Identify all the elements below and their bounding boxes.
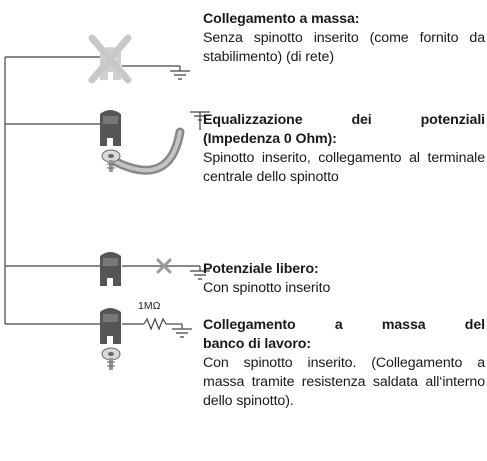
ground-symbol-icon	[190, 270, 210, 280]
section-2: Equalizzazione dei potenziali (Impedenza…	[203, 111, 485, 187]
section-4-title-line1: Collegamento a massa del	[203, 317, 485, 333]
section-3-title: Potenziale libero:	[203, 261, 319, 277]
section-1: Collegamento a massa: Senza spinotto ins…	[203, 10, 485, 67]
cross-icon	[156, 258, 172, 274]
section-3: Potenziale libero: Con spinotto inserito	[203, 260, 485, 298]
row3-potential-free	[100, 252, 210, 286]
resistor-icon	[143, 317, 167, 331]
ground-symbol-icon	[172, 328, 192, 338]
section-2-title-line2: (Impedenza 0 Ohm):	[203, 131, 337, 147]
section-4-body: Con spinotto inserito. (Collegamento a m…	[203, 355, 485, 409]
section-1-body: Senza spinotto inserito (come fornito da…	[203, 30, 485, 65]
section-1-title: Collegamento a massa:	[203, 11, 360, 27]
resistor-label: 1MΩ	[138, 300, 161, 312]
plug-icon	[100, 110, 121, 146]
section-4-title-line2: banco di lavoro:	[203, 336, 311, 352]
cross-icon	[88, 34, 132, 84]
bus-lines	[4, 56, 100, 325]
row4-workbench-ground: 1MΩ	[100, 300, 192, 370]
screw-icon	[101, 149, 121, 172]
ground-symbol-icon	[190, 111, 210, 121]
section-3-body: Con spinotto inserito	[203, 280, 331, 296]
screw-icon	[101, 347, 121, 370]
plug-icon	[100, 308, 121, 344]
section-2-body: Spinotto inserito, collegamento al termi…	[203, 150, 485, 185]
section-4: Collegamento a massa del banco di lavoro…	[203, 316, 485, 411]
row2-plug-cable	[100, 110, 210, 175]
cable-icon	[107, 127, 185, 175]
ground-symbol-icon	[170, 70, 190, 80]
row1-no-plug	[88, 34, 190, 84]
section-2-title-line1: Equalizzazione dei potenziali	[203, 112, 485, 128]
plug-icon	[100, 252, 121, 286]
